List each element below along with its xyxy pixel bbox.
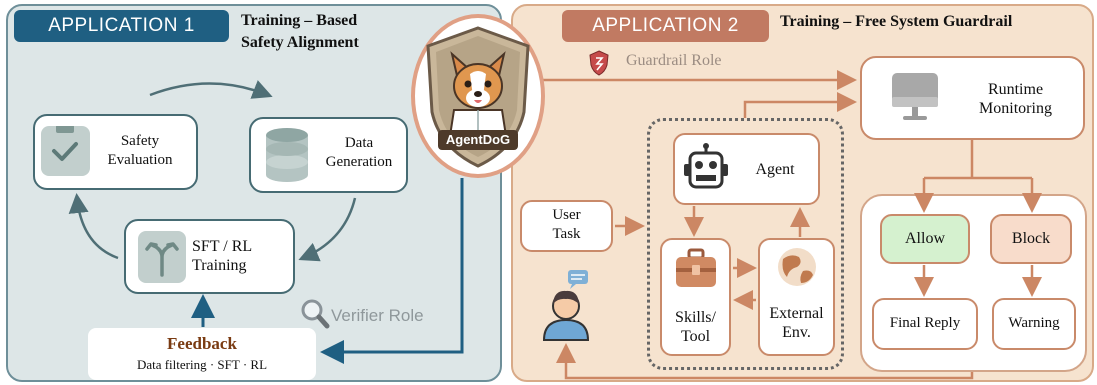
runtime-monitoring-label-line-1: Runtime [987,81,1044,98]
runtime-monitoring-label-line-2: Monitoring [979,100,1052,117]
arrow-sft-to-eval [68,193,119,260]
runtime-monitoring-label: Runtime Monitoring [953,80,1078,118]
clipboard-check-icon [41,125,90,176]
safety-evaluation-label-line-1: Safety [120,133,160,149]
application-1-title-line-2: Safety Alignment [241,34,359,51]
magnifier-icon [300,298,330,330]
split-arrow-icon [138,231,186,283]
feedback-title: Feedback [167,334,237,353]
dog-badge-icon [420,24,536,170]
application-2-title: Training – Free System Guardrail [780,13,1013,30]
globe-icon [777,247,817,287]
data-generation-label-line-2: Generation [325,154,393,170]
user-task-node [520,200,613,252]
verifier-role-label: Verifier Role [331,306,424,325]
feedback-subtitle: Data filtering · SFT · RL [136,357,268,372]
final-reply-label: Final Reply [889,315,961,331]
arrow-logo-to-feedback [320,178,464,364]
application-1-title: Training – Based Safety Alignment [241,10,359,54]
warning-label: Warning [1008,315,1060,331]
toolbox-icon [674,246,718,290]
external-env-label-line-2: Env. [782,324,811,341]
block-node [990,214,1072,264]
allow-node [880,214,970,264]
safety-evaluation-label: Safety Evaluation [92,132,188,170]
database-icon [264,127,310,183]
block-label: Block [1011,230,1051,247]
allow-label: Allow [905,230,945,247]
data-generation-label: Data Generation [314,134,404,172]
agentdog-logo-text: AgentDoG [445,132,511,147]
arrow-agent-loop-to-runtime [743,92,857,118]
user-avatar-icon [540,270,592,342]
arrow-output-to-user [556,343,974,380]
application-1-tag: APPLICATION 1 [14,10,229,42]
skills-tool-label: Skills/ Tool [660,308,731,346]
skills-tool-label-line-2: Tool [680,328,711,345]
agent-label: Agent [755,161,795,178]
application-2-tag: APPLICATION 2 [562,10,769,42]
final-reply-node [872,298,978,350]
sft-rl-training-label-line-1: SFT / RL [192,238,253,255]
arrow-top-cycle [149,80,273,99]
user-task-label-line-2: Task [552,226,581,242]
guardrail-role-label: Guardrail Role [626,52,722,69]
user-task-label: User Task [520,206,613,244]
external-env-label: External Env. [758,304,835,342]
application-1-title-line-1: Training – Based [241,12,358,29]
skills-tool-label-line-1: Skills/ [675,309,716,326]
agent-loop-group [647,118,844,370]
safety-evaluation-label-line-2: Evaluation [107,152,173,168]
arrow-data-to-sft [298,197,357,262]
warning-node [992,298,1076,350]
monitor-icon [890,71,940,127]
sft-rl-training-label: SFT / RL Training [192,237,272,275]
robot-icon [683,142,729,194]
arrow-runtime-split [924,140,1032,180]
external-env-label-line-1: External [769,305,824,322]
data-generation-label-line-1: Data [344,135,374,151]
sft-rl-training-label-line-2: Training [192,257,247,274]
feedback-box [88,328,316,380]
user-task-label-line-1: User [552,207,581,223]
shield-icon [588,50,610,76]
